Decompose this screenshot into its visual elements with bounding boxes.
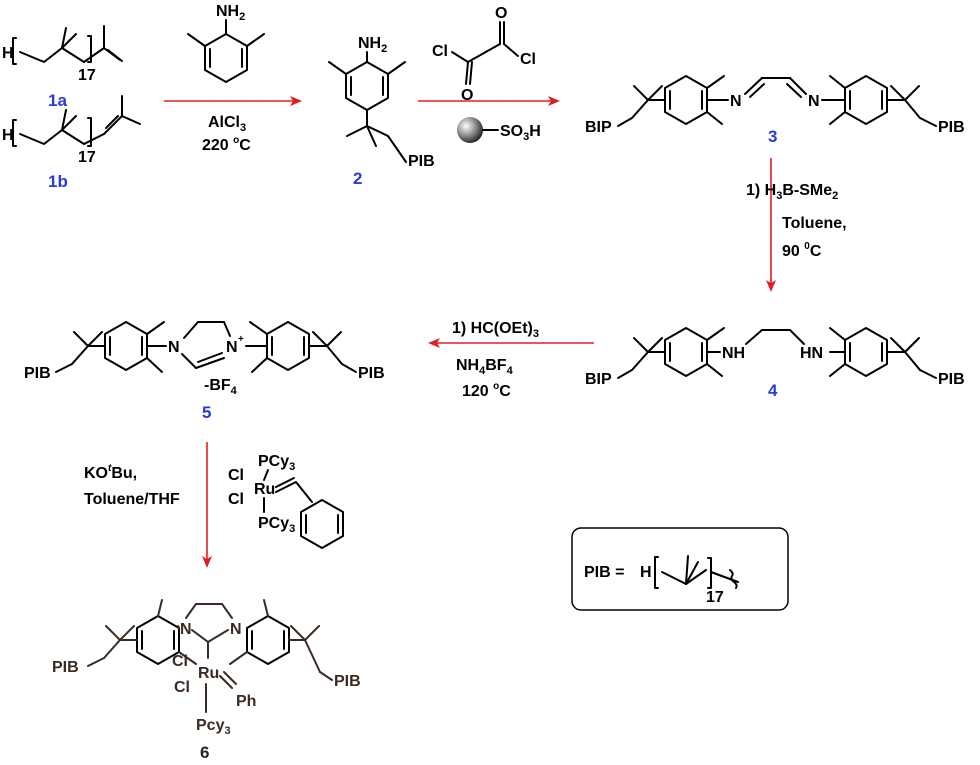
svg-text:PIB: PIB	[52, 659, 79, 676]
compound-1a: H 17 1a	[2, 25, 123, 110]
svg-text:PIB: PIB	[358, 365, 385, 382]
svg-text:Ru: Ru	[198, 665, 219, 682]
repeat-count-1a: 17	[78, 67, 96, 84]
svg-text:PIB: PIB	[334, 673, 361, 690]
step3-conditions: 1) H3B-SMe2 Toluene, 90 0C	[746, 182, 847, 260]
compound-1b: H 17 1b	[2, 95, 141, 191]
svg-text:SO3H: SO3H	[500, 123, 541, 143]
step5-conditions: KOtBu, Toluene/THF	[84, 463, 180, 508]
repeat-count-1b: 17	[78, 149, 96, 166]
svg-text:1) H3B-SMe2: 1) H3B-SMe2	[746, 182, 838, 202]
svg-text:120 oC: 120 oC	[462, 381, 511, 400]
svg-text:Cl: Cl	[520, 51, 536, 68]
svg-text:PCy3: PCy3	[258, 453, 295, 473]
svg-text:NH2: NH2	[358, 35, 387, 55]
svg-text:N: N	[230, 621, 242, 638]
pib-definition-box: PIB = H 17	[571, 527, 789, 611]
step1-conditions: AlCl3 220 oC	[202, 114, 251, 154]
svg-text:N: N	[730, 93, 742, 110]
svg-text:KOtBu,: KOtBu,	[84, 463, 137, 482]
svg-text:BIP: BIP	[585, 119, 612, 136]
atom-h-1b: H	[2, 127, 14, 144]
svg-text:Cl: Cl	[432, 43, 448, 60]
step4-conditions: 1) HC(OEt)3 NH4BF4 120 oC	[452, 320, 539, 400]
svg-text:220 oC: 220 oC	[202, 135, 251, 154]
compound-label-3: 3	[768, 127, 777, 146]
svg-text:PIB =: PIB =	[584, 564, 624, 581]
compound-label-1b: 1b	[48, 172, 68, 191]
svg-text:N: N	[168, 339, 180, 356]
svg-text:BIP: BIP	[585, 371, 612, 388]
svg-text:H: H	[640, 564, 652, 581]
svg-text:PIB: PIB	[408, 153, 435, 170]
svg-text:-BF4: -BF4	[204, 377, 238, 397]
svg-text:N: N	[180, 621, 192, 638]
svg-text:PCy3: PCy3	[258, 515, 295, 535]
svg-text:Cl: Cl	[172, 653, 188, 670]
compound-label-2: 2	[353, 169, 362, 188]
svg-text:Ru: Ru	[254, 481, 275, 498]
svg-text:O: O	[495, 5, 507, 22]
reagent-sulfonic-resin: SO3H	[457, 117, 541, 143]
svg-text:Pcy3: Pcy3	[196, 717, 231, 737]
svg-text:PIB: PIB	[938, 371, 965, 388]
compound-label-1a: 1a	[48, 91, 67, 110]
svg-text:Ph: Ph	[236, 693, 256, 710]
reagent-dimethylaniline: NH2	[187, 3, 265, 83]
svg-text:90 0C: 90 0C	[782, 241, 822, 260]
svg-text:1) HC(OEt)3: 1) HC(OEt)3	[452, 320, 539, 340]
amine-nh2-label: NH2	[216, 3, 245, 23]
svg-text:AlCl3: AlCl3	[208, 114, 246, 134]
compound-4: NH HN BIP PIB 4	[585, 327, 965, 400]
reagent-oxalyl-chloride: Cl O O Cl	[432, 5, 536, 104]
svg-text:N: N	[808, 93, 820, 110]
svg-text:PIB: PIB	[24, 365, 51, 382]
compound-label-4: 4	[768, 381, 778, 400]
compound-label-5: 5	[202, 403, 211, 422]
svg-text:PIB: PIB	[938, 119, 965, 136]
svg-text:NH4BF4: NH4BF4	[456, 357, 514, 377]
svg-text:Cl: Cl	[228, 491, 244, 508]
compound-5: N N + -BF4 PIB PIB 5	[24, 321, 385, 422]
svg-text:HN: HN	[800, 345, 823, 362]
compound-2: NH2 PIB 2	[328, 35, 435, 188]
svg-text:Toluene/THF: Toluene/THF	[84, 491, 180, 508]
svg-text:Cl: Cl	[228, 467, 244, 484]
svg-text:Cl: Cl	[174, 679, 190, 696]
compound-label-6: 6	[200, 743, 209, 762]
svg-text:NH: NH	[722, 345, 745, 362]
reagent-grubbs-catalyst: PCy3 Cl Ru Cl PCy3	[228, 453, 344, 549]
svg-text:Toluene,: Toluene,	[782, 215, 847, 232]
svg-text:N: N	[226, 339, 238, 356]
svg-text:O: O	[461, 87, 473, 104]
svg-text:+: +	[238, 334, 244, 345]
atom-h-1a: H	[2, 45, 14, 62]
compound-3: N N BIP PIB 3	[585, 75, 965, 146]
svg-text:17: 17	[706, 589, 724, 606]
compound-6: N N Cl Ru Cl Ph Pcy3 PIB PIB 6	[52, 599, 361, 762]
